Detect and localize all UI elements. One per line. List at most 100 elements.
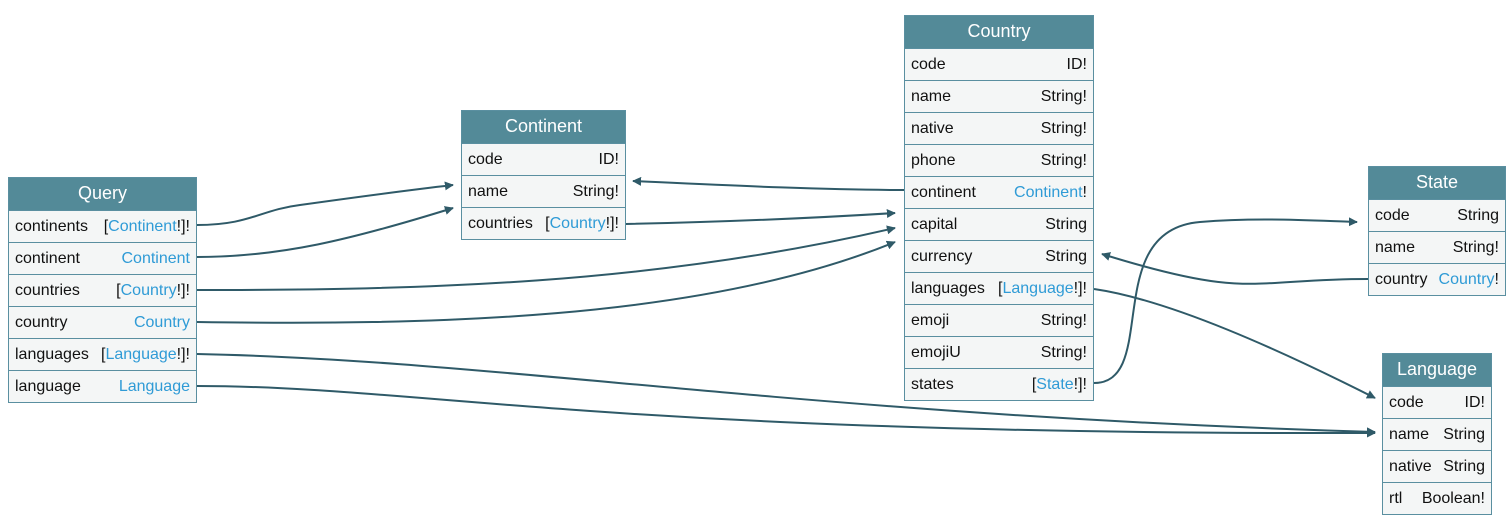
- field-continent-countries[interactable]: countries[Country!]!: [462, 207, 625, 239]
- type-pre: [: [545, 215, 550, 232]
- type-link[interactable]: Country: [133, 314, 190, 331]
- field-query-continents[interactable]: continents [Continent!]!: [9, 210, 196, 242]
- field-type: String!: [573, 176, 619, 207]
- node-title-query[interactable]: Query: [9, 178, 196, 210]
- field-language-rtl[interactable]: rtl Boolean!: [1383, 482, 1491, 514]
- field-type: ID!: [599, 144, 619, 175]
- field-country-states[interactable]: states [State!]!: [905, 368, 1093, 400]
- field-name: countries: [15, 282, 80, 299]
- field-type: Continent: [122, 243, 191, 274]
- field-name: states: [911, 376, 954, 393]
- type-pre: [: [103, 218, 109, 235]
- type-post: !: [1082, 184, 1087, 201]
- field-name: languages: [911, 280, 985, 297]
- field-state-code[interactable]: code String: [1369, 199, 1505, 231]
- field-type: Country!: [1439, 264, 1499, 295]
- type-post: !]!: [176, 218, 190, 235]
- field-type: Boolean!: [1422, 483, 1485, 514]
- field-country-emojiU[interactable]: emojiU String!: [905, 336, 1093, 368]
- type-pre: String!: [1040, 312, 1087, 329]
- type-pre: String!: [572, 183, 619, 200]
- field-type: [Country!]!: [116, 275, 190, 306]
- field-type: [Language!]!: [101, 339, 190, 370]
- field-name: code: [1375, 207, 1410, 224]
- field-name: continents: [15, 218, 88, 235]
- type-pre: String!: [1452, 239, 1499, 256]
- field-type: Language: [119, 371, 190, 402]
- field-country-name[interactable]: name String!: [905, 80, 1093, 112]
- edge-query-languages-to-language: [196, 353, 1376, 437]
- type-pre: String!: [1040, 344, 1087, 361]
- type-pre: ID!: [1066, 56, 1087, 73]
- field-country-native[interactable]: native String!: [905, 112, 1093, 144]
- field-type: Continent!: [1014, 177, 1087, 208]
- field-name: code: [1389, 394, 1424, 411]
- type-pre: [: [1031, 376, 1037, 393]
- type-link[interactable]: State: [1036, 376, 1074, 393]
- type-link[interactable]: Language: [105, 346, 177, 363]
- field-type: String!: [1041, 113, 1087, 144]
- field-name: emoji: [911, 312, 950, 329]
- type-link[interactable]: Country: [120, 282, 177, 299]
- field-type: [State!]!: [1032, 369, 1087, 400]
- field-country-languages[interactable]: languages[Language!]!: [905, 272, 1093, 304]
- field-language-name[interactable]: name String: [1383, 418, 1491, 450]
- type-pre: [: [116, 282, 121, 299]
- node-title-country[interactable]: Country: [905, 16, 1093, 48]
- field-type: String!: [1041, 305, 1087, 336]
- type-link[interactable]: Continent: [121, 250, 191, 267]
- type-pre: String: [1457, 207, 1499, 224]
- field-name: code: [468, 151, 503, 168]
- field-country-capital[interactable]: capital String: [905, 208, 1093, 240]
- field-country-emoji[interactable]: emoji String!: [905, 304, 1093, 336]
- type-link[interactable]: Language: [1002, 280, 1074, 297]
- type-pre: String: [1045, 248, 1087, 265]
- field-type: String!: [1041, 145, 1087, 176]
- type-post: !]!: [1073, 376, 1087, 393]
- node-title-continent[interactable]: Continent: [462, 111, 625, 143]
- type-link[interactable]: Country: [549, 215, 606, 232]
- node-title-language[interactable]: Language: [1383, 354, 1491, 386]
- edge-continent-countries-to-country: [625, 209, 896, 225]
- field-continent-code[interactable]: code ID!: [462, 143, 625, 175]
- field-name: name: [1389, 426, 1430, 443]
- edge-query-country-to-country: [196, 240, 896, 324]
- field-name: native: [1389, 458, 1432, 475]
- field-query-countries[interactable]: countries [Country!]!: [9, 274, 196, 306]
- field-query-languages[interactable]: languages[Language!]!: [9, 338, 196, 370]
- type-link[interactable]: Continent: [108, 218, 177, 235]
- field-name: native: [911, 120, 954, 137]
- node-title-state[interactable]: State: [1369, 167, 1505, 199]
- type-link[interactable]: Country: [1438, 271, 1495, 288]
- field-name: currency: [911, 248, 973, 265]
- field-name: rtl: [1389, 490, 1403, 507]
- field-country-currency[interactable]: currency String: [905, 240, 1093, 272]
- field-type: String!: [1041, 81, 1087, 112]
- type-link[interactable]: Language: [118, 378, 190, 395]
- field-name: name: [911, 88, 952, 105]
- field-type: String: [1443, 419, 1485, 450]
- type-post: !]!: [1073, 280, 1087, 297]
- field-type: String: [1045, 209, 1087, 240]
- type-pre: [: [101, 346, 106, 363]
- type-post: !]!: [176, 282, 190, 299]
- field-name: emojiU: [911, 344, 961, 361]
- edge-country-continent-to-continent: [632, 176, 905, 191]
- type-link[interactable]: Continent: [1014, 184, 1083, 201]
- field-name: capital: [911, 216, 958, 233]
- type-post: !]!: [176, 346, 190, 363]
- edge-query-countries-to-country: [196, 225, 896, 291]
- field-name: countries: [468, 215, 533, 232]
